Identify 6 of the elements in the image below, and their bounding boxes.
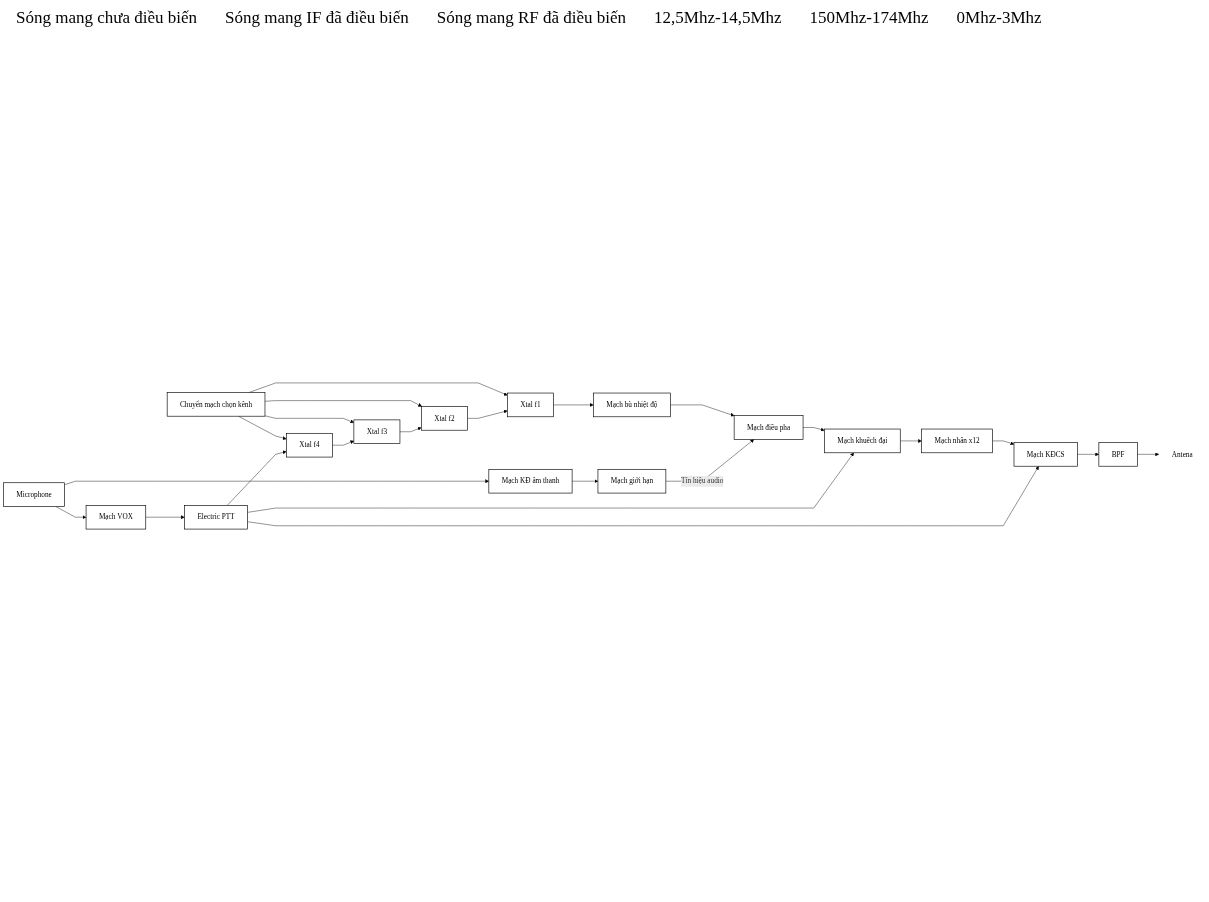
band-label: 150Mhz-174Mhz bbox=[809, 8, 929, 28]
band-label: 0Mhz-3Mhz bbox=[956, 8, 1042, 28]
band-label: Sóng mang chưa điều biến bbox=[16, 8, 198, 28]
band-label: 12,5Mhz-14,5Mhz bbox=[654, 8, 782, 28]
band-label: Sóng mang RF đã điều biến bbox=[436, 8, 627, 28]
band-label: Sóng mang IF đã điều biến bbox=[225, 8, 409, 28]
